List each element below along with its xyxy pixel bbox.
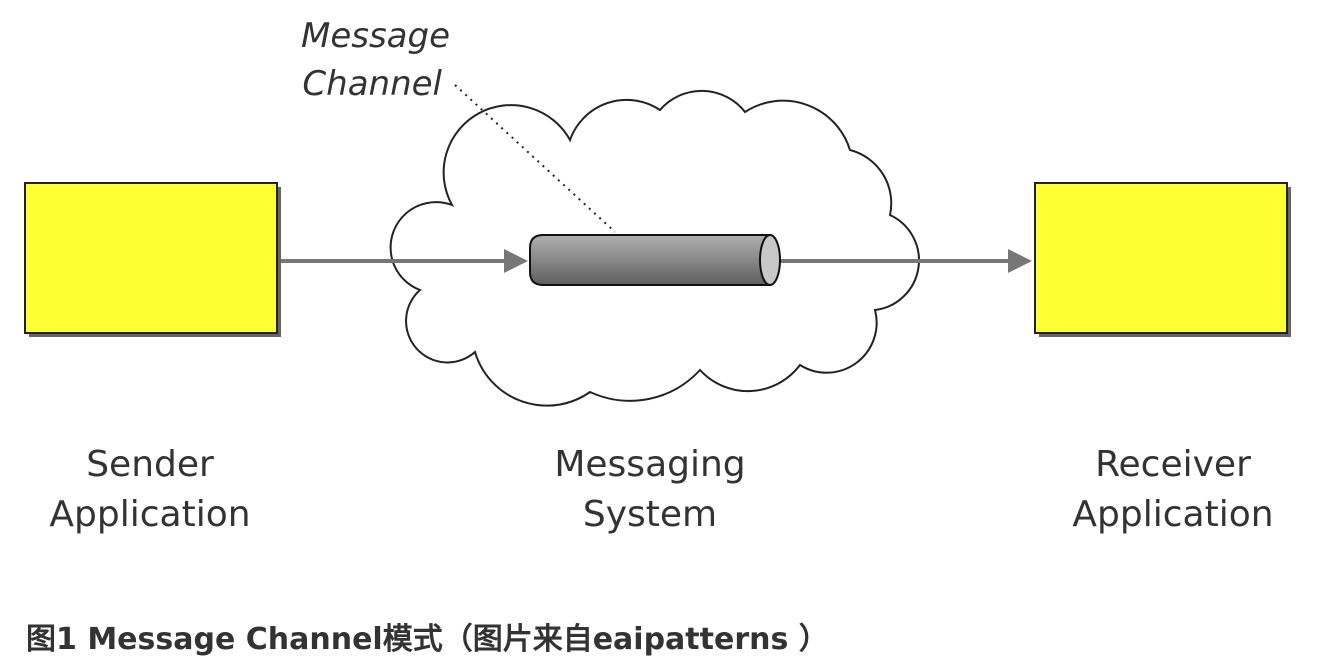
- label-line: System: [582, 494, 718, 535]
- label-line: Messaging: [554, 444, 746, 485]
- messaging-system-label: Messaging System: [525, 440, 775, 540]
- sender-application-label: Sender Application: [25, 440, 275, 540]
- label-line: Sender: [86, 444, 214, 485]
- send-arrowhead: [504, 249, 528, 273]
- receive-arrowhead: [1008, 249, 1032, 273]
- channel-cylinder: [529, 234, 781, 286]
- label-line: Message: [300, 16, 450, 56]
- receiver-application-label: Receiver Application: [1048, 440, 1298, 540]
- label-line: Receiver: [1095, 444, 1251, 485]
- label-line: Application: [49, 494, 251, 535]
- dotted-pointer-line: [454, 84, 616, 233]
- label-line: Application: [1072, 494, 1274, 535]
- message-channel-label: Message Channel: [250, 12, 450, 108]
- label-line: Channel: [302, 64, 442, 104]
- figure-caption: 图1 Message Channel模式（图片来自eaipatterns ）: [26, 622, 829, 657]
